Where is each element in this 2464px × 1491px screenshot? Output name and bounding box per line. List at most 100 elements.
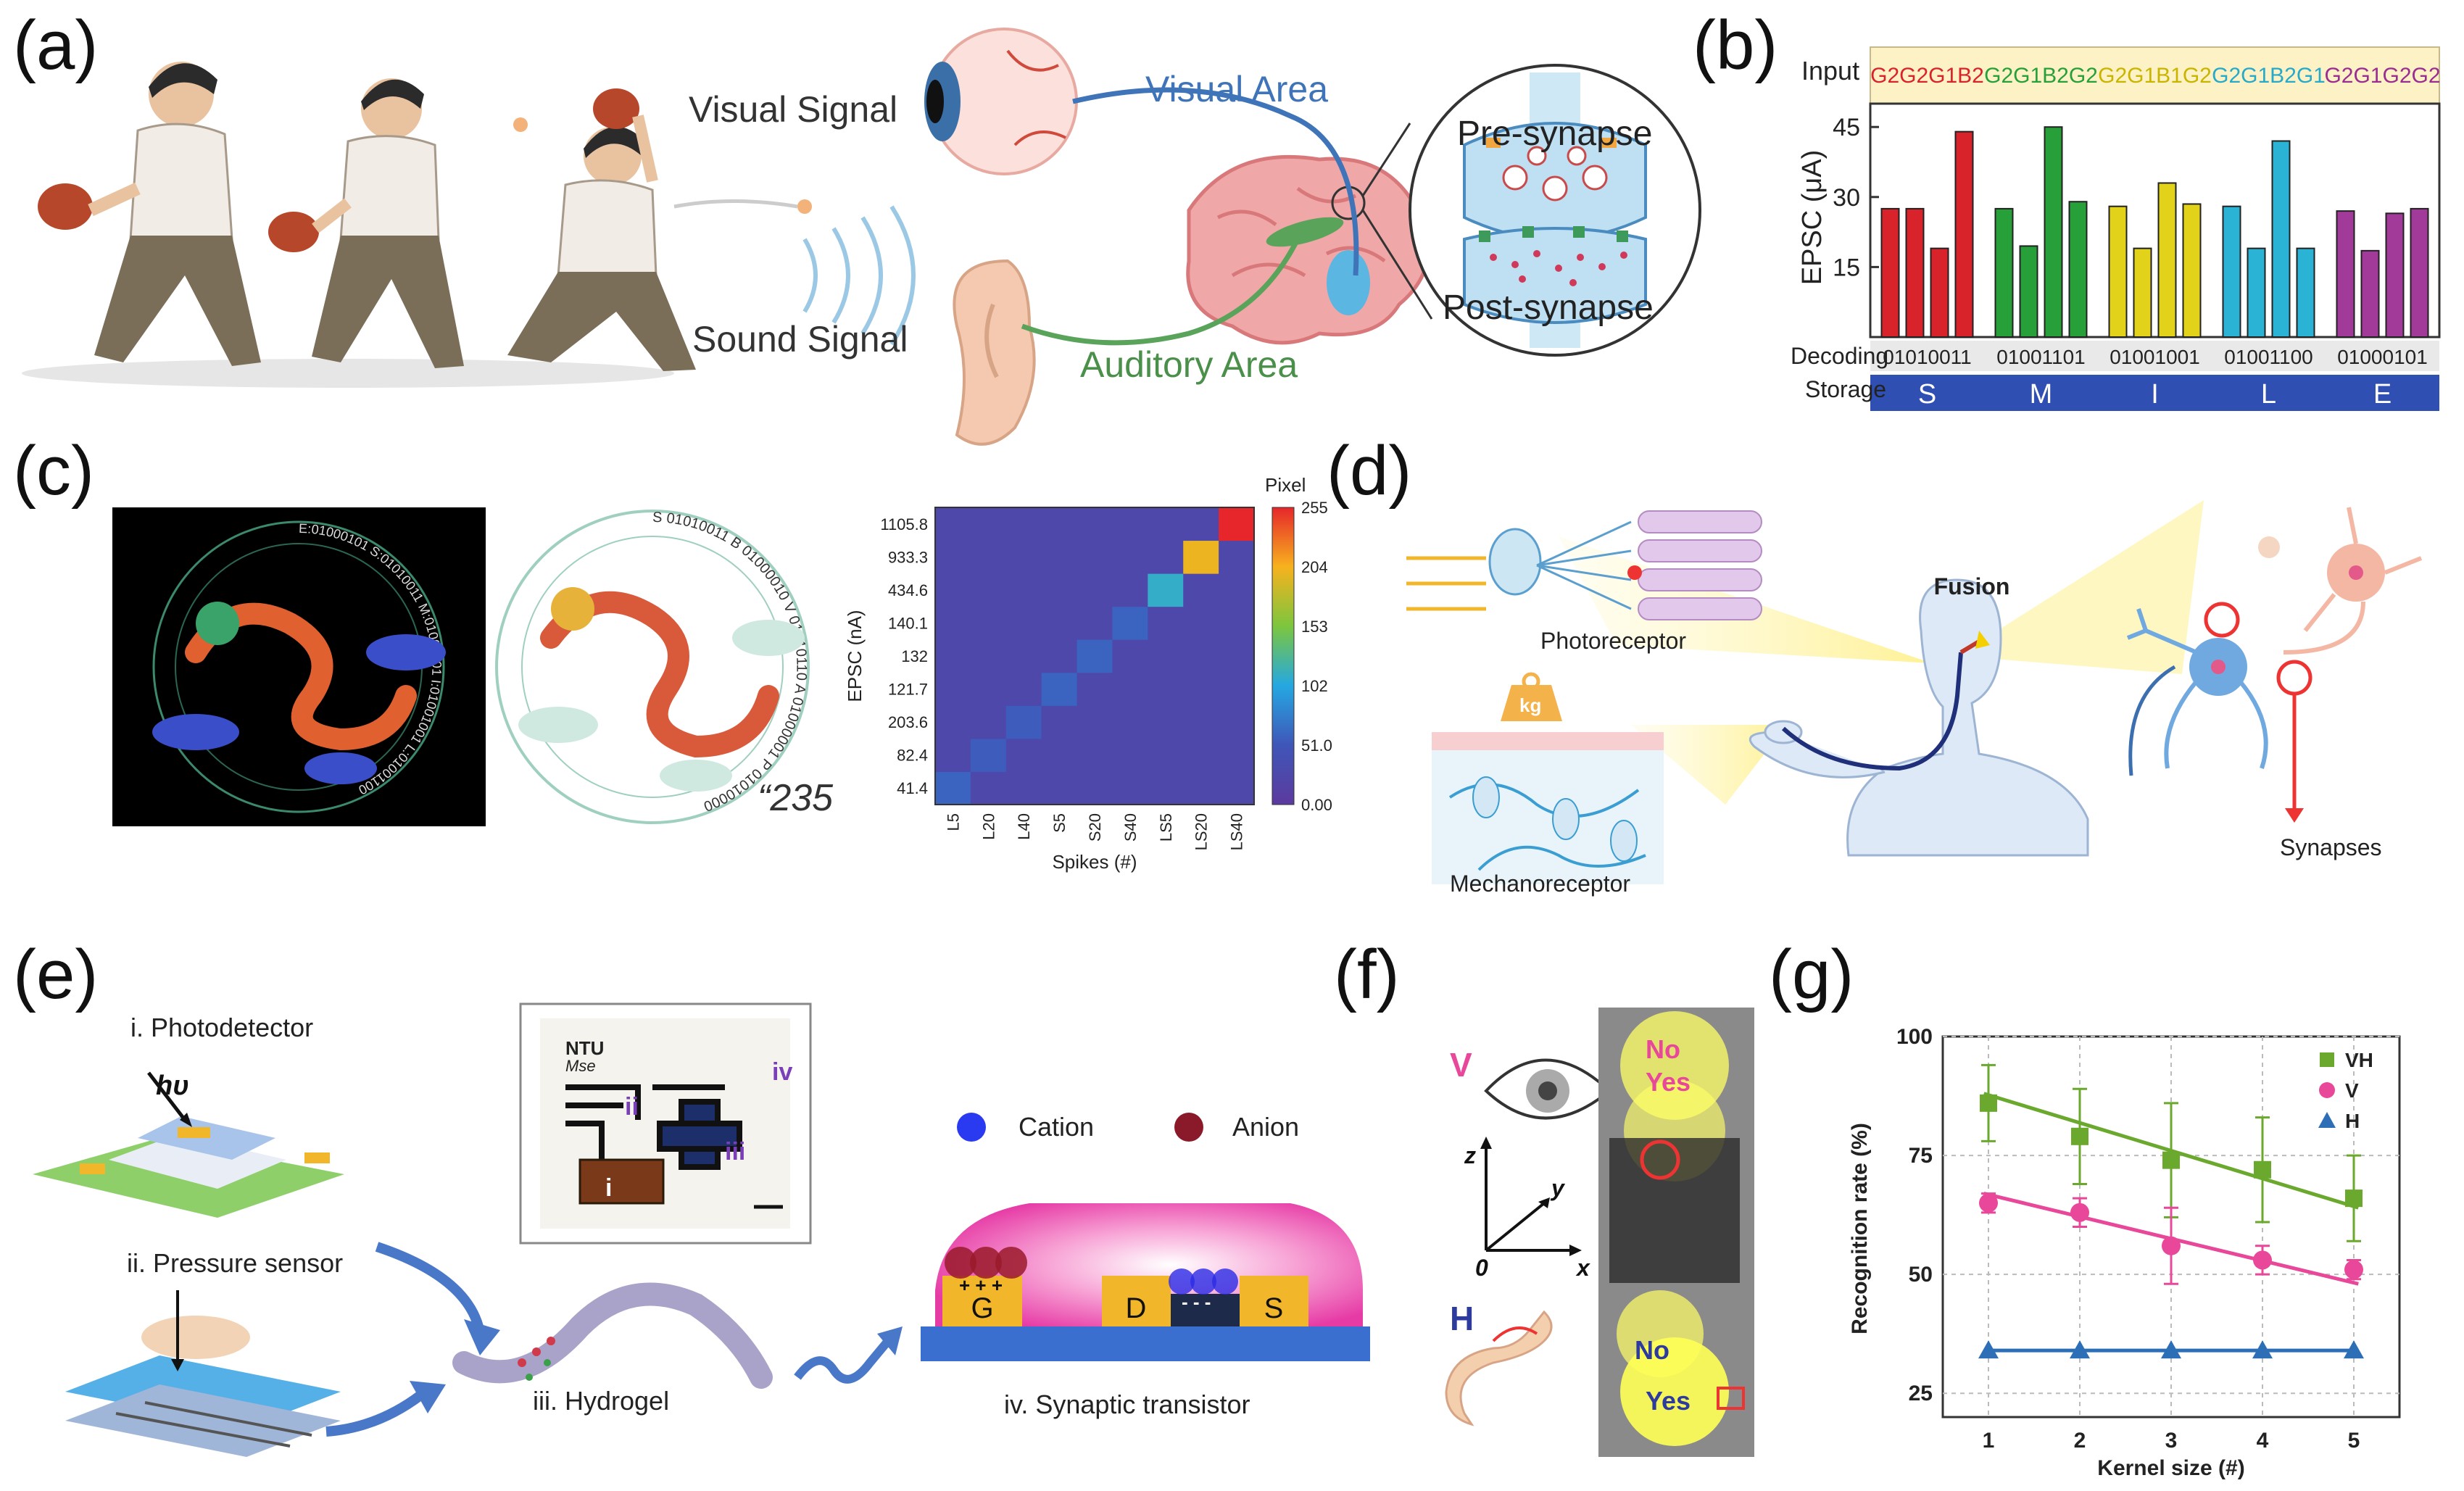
bar-group-1-bar-4 [1954,130,1974,338]
v-label: V [1450,1046,1472,1084]
auditory-pathway [1021,238,1301,346]
heatmap-cell-LS5-3 [1148,705,1184,739]
panel-label-e: (e) [13,936,99,1013]
legend-label-V: V [2345,1079,2359,1102]
g-ytick-label: 100 [1896,1025,1933,1049]
panel-label-c: (c) [13,432,94,510]
hv-label: hυ [156,1071,189,1101]
colorbar-tick-label: 204 [1301,558,1328,576]
heatmap-cell-L20-8 [970,540,1007,574]
cation-icon [957,1113,986,1142]
heatmap-cell-S40-4 [1112,672,1148,706]
brain-illustration [1186,154,1430,345]
g-x-label: Kernel size (#) [2097,1456,2244,1480]
pre-synapse-label: Pre-synapse [1457,115,1652,153]
heatmap-cell-S40-1 [1112,771,1148,805]
light-beam-left-bottom [1631,725,1787,805]
heatmap-cell-L20-6 [970,606,1007,640]
quote-text: “235 [758,777,834,819]
colorbar-tick-label: 255 [1301,499,1328,517]
ping-pong-ball-1 [513,117,528,132]
auditory-area-label: Auditory Area [1080,344,1298,385]
terminal-label-D: D [1126,1292,1147,1324]
terminal-label-S: S [1264,1292,1284,1324]
sound-waves [802,205,916,346]
point-V-3 [2162,1236,2181,1255]
hydrogel-fiber [452,1282,773,1389]
heatmap-cell-LS20-8 [1183,540,1219,574]
source-electrode [1240,1276,1308,1326]
ntu-text: NTU [565,1037,604,1059]
device-region-label-iii: iii [725,1138,745,1166]
legend-marker-VH [2320,1052,2334,1067]
panel-label-g: (g) [1769,936,1854,1013]
heatmap-cell-L40-1 [1005,771,1042,805]
b-ytick-label: 30 [1833,184,1860,212]
storage-letter-4: L [2261,379,2276,410]
plot-frame [1869,102,2441,339]
point-V-4 [2253,1250,2272,1270]
heatmap-cell-LS40-7 [1219,573,1255,607]
heatmap-cell-LS40-2 [1219,738,1255,772]
heatmap-cell-L5-6 [935,606,971,640]
player-figure-2 [268,78,464,368]
bar-group-5-bar-4 [2410,207,2429,338]
mechanoreceptor-skin [1432,732,1664,884]
g-ytick-label: 75 [1909,1144,1933,1168]
device-region-label-ii: ii [625,1093,639,1121]
heatmap-cell-S20-9 [1077,507,1113,541]
storage-label: Storage [1805,376,1886,402]
heatmap-cell-S40-7 [1112,573,1148,607]
point-VH-1 [1980,1094,1997,1112]
panel-label-b: (b) [1693,7,1778,84]
heatmap-cell-S5-9 [1041,507,1078,541]
heatmap-cell-L40-7 [1005,573,1042,607]
heatmap-frame [934,507,1255,805]
bar-group-1-bar-2 [1905,207,1925,338]
heatmap-cell-L40-9 [1005,507,1042,541]
gate-electrode [942,1276,1022,1326]
decoding-code-4: 01001100 [2224,346,2313,368]
heatmap-cell-LS5-6 [1148,606,1184,640]
g-xtick-label: 4 [2257,1429,2269,1453]
ground-shadow [22,359,674,388]
fusion-label: Fusion [1934,573,2010,599]
heatmap-cell-S5-5 [1041,639,1078,673]
panel-label-f: (f) [1334,936,1400,1013]
input-sequence-2: G2G1B2G2 [1984,64,2098,88]
storage-bar [1870,375,2439,411]
point-VH-3 [2162,1151,2180,1169]
decoding-code-1: 01010011 [1883,346,1972,368]
hand-icon [1445,1310,1553,1426]
dragon-dark [152,602,446,784]
axes-3d [1485,1145,1573,1252]
heatmap-cell-L5-9 [935,507,971,541]
heatmap-ytick-label: 121.7 [888,681,928,699]
photoreceptor-label: Photoreceptor [1540,628,1686,654]
heatmap-cell-S5-4 [1041,672,1078,706]
substrate [921,1326,1370,1361]
bar-group-3-bar-2 [2133,247,2152,339]
heatmap-cell-S20-1 [1077,771,1113,805]
h-label: H [1450,1300,1474,1337]
ball-motion-trail [673,199,798,209]
heatmap-cell-LS5-9 [1148,507,1184,541]
player-figure-3 [507,88,696,371]
heatmap-ytick-label: 41.4 [897,779,928,797]
g-xtick-label: 2 [2074,1429,2086,1453]
heatmap-cell-S20-8 [1077,540,1113,574]
mse-text: Mse [565,1057,596,1075]
device-region-label-iv: iv [772,1058,792,1086]
no-label-top: No [1646,1034,1680,1064]
visual-pathway [1072,87,1359,276]
heatmap-cell-LS20-5 [1183,639,1219,673]
heatmap-cell-LS20-6 [1183,606,1219,640]
g-y-label: Recognition rate (%) [1848,1123,1872,1334]
panel-label-a: (a) [13,7,99,84]
input-box [1870,46,2440,104]
heatmap-cell-L5-2 [935,738,971,772]
heatmap-cell-L40-5 [1005,639,1042,673]
heatmap-cell-L20-1 [970,771,1007,805]
wave-arrow [794,1338,892,1384]
